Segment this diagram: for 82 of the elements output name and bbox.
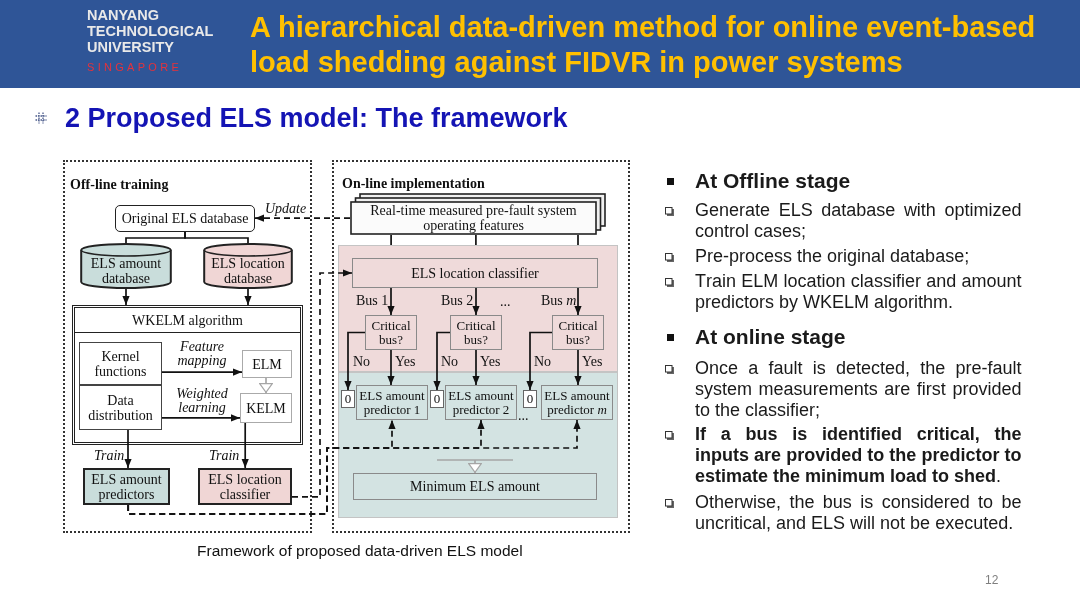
zero-output-box: 0 <box>430 390 444 408</box>
panel-heading: WKELM algorithm <box>132 313 243 329</box>
arrow <box>161 368 243 376</box>
dashed-arrow <box>127 419 581 515</box>
process-box: ELM <box>242 350 292 378</box>
model-box: ELS location classifier <box>198 468 292 505</box>
arrow <box>387 287 395 316</box>
arrow <box>344 331 366 391</box>
stage-band <box>338 372 618 518</box>
bullet-text: Once a fault is detected, the pre-fault system measurements are first provided to the classifier; <box>695 358 1022 421</box>
dotted-group-box <box>332 160 630 533</box>
predictor-box: ELS amount predictor 2 <box>445 385 517 420</box>
arrow <box>433 331 451 391</box>
algorithm-panel <box>72 305 303 445</box>
edge-label: Feature mapping <box>176 340 228 368</box>
university-location: SINGAPORE <box>87 61 183 74</box>
classifier-box: ELS location classifier <box>352 258 598 288</box>
edge-label: Bus 2 <box>441 294 474 308</box>
ellipsis-text: ... <box>518 408 529 423</box>
predictor-box: ELS amount predictor 1 <box>356 385 428 420</box>
block-arrow <box>436 459 514 474</box>
slide-title: A hierarchical data-driven method for online event-based load shedding against FIDVR in power systems <box>250 10 1037 80</box>
process-box: KELM <box>240 393 292 423</box>
database-cylinder: ELS amount database <box>80 243 172 289</box>
bullet-heading: At Offline stage <box>695 169 851 193</box>
predictor-box: ELS amount predictor m <box>541 385 613 420</box>
edge-label: Yes <box>582 355 603 369</box>
edge-label: Bus m <box>541 294 577 308</box>
edge-label: Train <box>94 449 125 463</box>
edge-label: Update <box>265 202 307 216</box>
arrow <box>161 414 241 422</box>
page-number: 12 <box>985 573 999 587</box>
bullet-text: Generate ELS database with optimized control cases; <box>695 200 1022 242</box>
block-arrow <box>259 377 273 394</box>
edge-label: Yes <box>395 355 416 369</box>
arrow <box>124 429 132 469</box>
edge-label: Train <box>209 449 240 463</box>
decision-box: Critical bus? <box>552 315 604 350</box>
edge-label: Bus 1 <box>356 294 389 308</box>
ellipsis-text: ... <box>500 294 511 309</box>
bullet-text: Otherwise, the bus is considered to be uncritical, and ELS will not be executed. <box>695 492 1022 534</box>
edge-label: No <box>353 355 371 369</box>
model-box: ELS amount predictors <box>83 468 170 505</box>
database-box: Original ELS database <box>115 205 255 232</box>
arrow <box>122 288 130 306</box>
group-title: On-line implementation <box>342 176 485 192</box>
process-box: Data distribution <box>79 385 162 430</box>
university-name: NANYANG TECHNOLOGICAL UNIVERSITY <box>87 7 214 55</box>
process-box: Kernel functions <box>79 342 162 385</box>
section-heading: 2 Proposed ELS model: The framework <box>65 102 568 134</box>
arrow <box>472 287 480 316</box>
bullet-heading: At online stage <box>695 325 846 349</box>
dashed-arrow <box>291 269 353 498</box>
arrow <box>244 288 252 306</box>
decision-box: Critical bus? <box>450 315 502 350</box>
arrow <box>241 422 249 469</box>
decision-box: Critical bus? <box>365 315 417 350</box>
zero-output-box: 0 <box>341 390 355 408</box>
bullet-text: Train ELM location classifier and amount predictors by WKELM algorithm. <box>695 271 1022 313</box>
dashed-arrow <box>254 214 351 222</box>
connector-line <box>475 234 477 246</box>
arrow <box>472 349 480 386</box>
stage-band <box>338 245 618 372</box>
arrow <box>574 349 582 386</box>
connector-line <box>390 234 392 246</box>
arrow <box>526 331 553 391</box>
bullet-text: Pre-process the original database; <box>695 246 971 267</box>
arrow <box>574 287 582 316</box>
zero-output-box: 0 <box>523 390 537 408</box>
dotted-group-box <box>63 160 312 533</box>
database-cylinder: ELS location database <box>203 243 293 289</box>
edge-label: Yes <box>480 355 501 369</box>
figure-caption: Framework of proposed data-driven ELS model <box>197 542 523 560</box>
connector-line <box>184 231 249 244</box>
result-box: Minimum ELS amount <box>353 473 597 500</box>
edge-label: Weighted learning <box>175 387 229 415</box>
connector-line <box>577 234 579 246</box>
edge-label: No <box>441 355 459 369</box>
edge-label: No <box>534 355 552 369</box>
group-title: Off-line training <box>70 177 169 193</box>
arrow <box>387 349 395 386</box>
bullet-text: If a bus is identified critical, the inputs are provided to the predictor to estimate the minimum load to shed. <box>695 424 1022 487</box>
